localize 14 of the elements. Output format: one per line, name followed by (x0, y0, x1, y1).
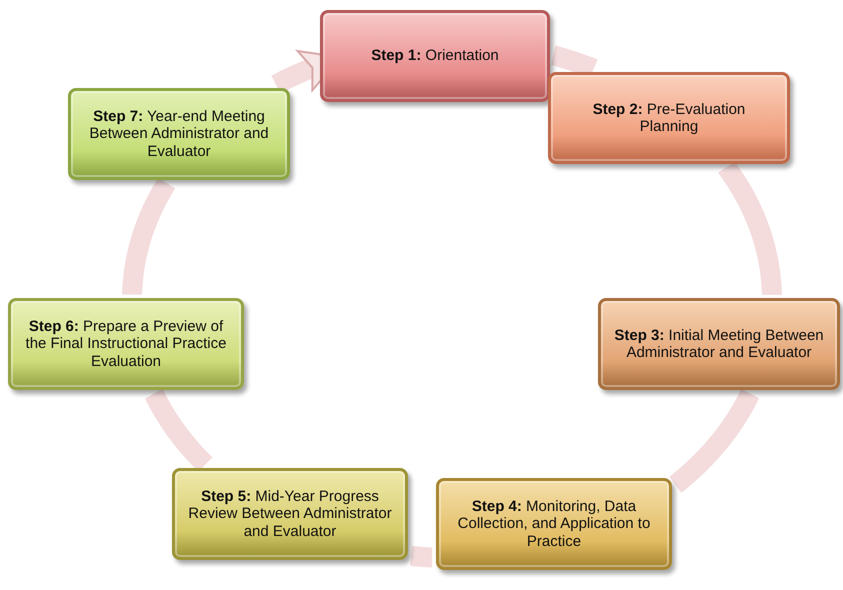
step-text: Step 2: Pre-Evaluation Planning (592, 100, 746, 136)
step-text: Step 1: Orientation (371, 47, 499, 65)
step-text: Step 3: Initial Meeting Between Administrator and Evaluator (613, 326, 825, 362)
step-box (8, 298, 244, 390)
step-text: Step 5: Mid-Year Progress Review Between Administrator and Evaluator (187, 488, 393, 540)
step-box (68, 88, 290, 180)
step-box (436, 478, 672, 570)
step-box (548, 72, 790, 164)
step-box (598, 298, 840, 390)
step-text: Step 4: Monitoring, Data Collection, and Application to Practice (456, 498, 652, 550)
step-text: Step 7: Year-end Meeting Between Administrator and Evaluator (88, 108, 270, 160)
step-box (320, 10, 550, 102)
step-box (172, 468, 408, 560)
step-text: Step 6: Prepare a Preview of the Final Instructional Practice Evaluation (24, 318, 228, 370)
